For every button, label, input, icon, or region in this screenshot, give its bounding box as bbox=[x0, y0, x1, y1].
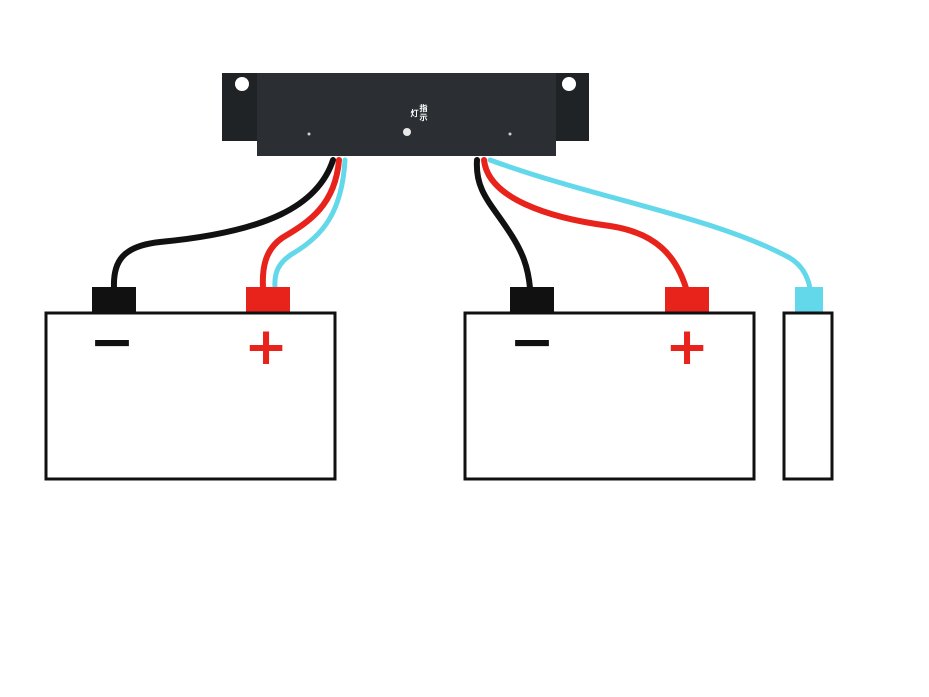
battery-3-body bbox=[782, 311, 834, 481]
wire-signal-right bbox=[487, 157, 813, 291]
battery-1-positive-terminal bbox=[246, 287, 290, 313]
wire-negative-right bbox=[473, 157, 533, 291]
wires-right bbox=[473, 157, 813, 291]
controller-screw-left bbox=[307, 132, 311, 136]
controller-mount-hole-left bbox=[235, 77, 249, 91]
indicator-label: 指示灯 bbox=[410, 104, 428, 122]
battery-2-positive-terminal bbox=[665, 287, 709, 313]
battery-1: − + bbox=[44, 287, 337, 481]
controller-body bbox=[257, 73, 556, 156]
controller bbox=[222, 73, 589, 156]
battery-3-signal-terminal bbox=[795, 287, 823, 313]
indicator-light bbox=[403, 128, 411, 136]
battery-1-positive-symbol: + bbox=[244, 317, 288, 377]
wire-positive-left bbox=[259, 157, 342, 291]
controller-screw-right bbox=[508, 132, 512, 136]
battery-2: − + bbox=[463, 287, 756, 481]
battery-3 bbox=[782, 287, 834, 481]
battery-2-negative-terminal bbox=[510, 287, 554, 313]
wire-negative-left bbox=[110, 157, 336, 291]
battery-1-body bbox=[44, 311, 337, 481]
wire-positive-right bbox=[481, 157, 689, 291]
wires-left bbox=[110, 157, 348, 291]
battery-2-negative-symbol: − bbox=[509, 310, 554, 373]
controller-mount-hole-right bbox=[562, 77, 576, 91]
wire-signal-left bbox=[272, 157, 348, 291]
battery-1-negative-symbol: − bbox=[89, 310, 134, 373]
battery-1-negative-terminal bbox=[92, 287, 136, 313]
battery-2-positive-symbol: + bbox=[665, 317, 709, 377]
battery-2-body bbox=[463, 311, 756, 481]
